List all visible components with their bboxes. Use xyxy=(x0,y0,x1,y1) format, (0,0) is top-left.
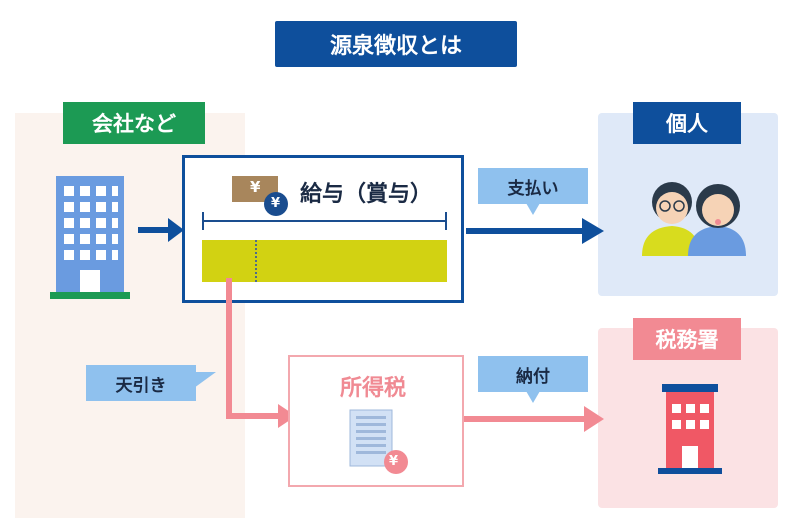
company-tag: 会社など xyxy=(63,102,205,144)
deduction-callout: 天引き xyxy=(86,365,196,401)
salary-bracket xyxy=(202,212,447,230)
office-building-icon xyxy=(50,176,130,299)
yen-bill-symbol: ¥ xyxy=(250,178,261,196)
yen-coin-icon xyxy=(232,176,288,216)
payment-arrow xyxy=(466,218,604,244)
payment-tax-callout: 納付 xyxy=(478,356,588,392)
salary-bar xyxy=(202,240,447,282)
diagram-title: 源泉徴収とは xyxy=(275,21,517,67)
deduction-divider xyxy=(255,240,257,282)
people-icon xyxy=(642,182,746,256)
tax-yen-symbol: ¥ xyxy=(389,454,399,469)
tax-office-tag: 税務署 xyxy=(633,318,741,360)
deduction-callout-tail xyxy=(194,372,216,388)
payment-tax-callout-tail xyxy=(526,391,540,403)
deduction-arrow xyxy=(226,278,296,428)
payment-callout: 支払い xyxy=(478,168,588,204)
tax-office-building-icon xyxy=(658,384,722,474)
person-tag: 個人 xyxy=(633,102,741,144)
payment-callout-tail xyxy=(526,203,540,215)
income-tax-label: 所得税 xyxy=(340,376,407,401)
tax-document-icon xyxy=(349,409,408,474)
salary-label: 給与（賞与） xyxy=(300,182,433,207)
payment-tax-arrow xyxy=(464,406,604,432)
yen-coin-symbol: ¥ xyxy=(271,196,281,211)
company-to-salary-arrow xyxy=(138,218,184,242)
